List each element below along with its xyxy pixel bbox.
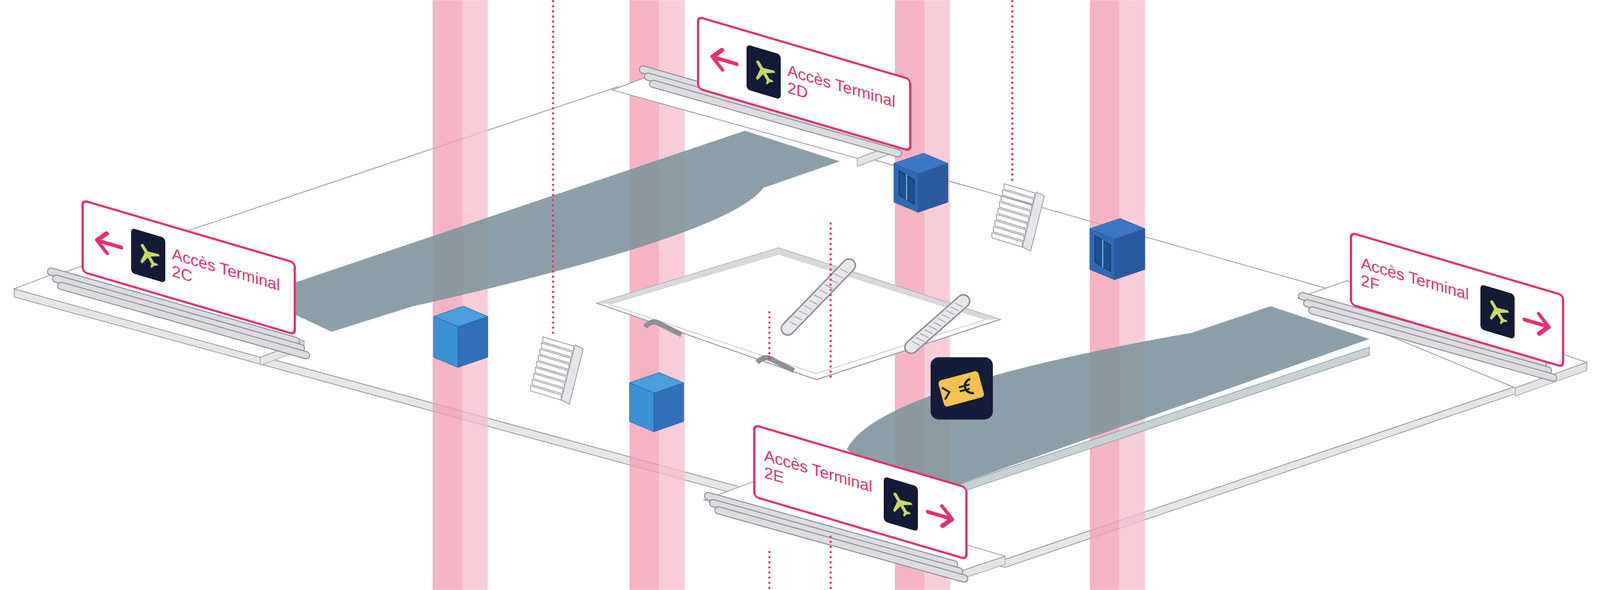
sign-platforms <box>14 69 1587 580</box>
floor-group <box>14 87 1587 568</box>
euro-glyph <box>963 379 974 395</box>
dotted-line <box>1011 0 1014 184</box>
elevator-door-gap <box>905 174 907 200</box>
plane-icon-ground <box>1480 284 1515 340</box>
escalator-step <box>814 295 823 300</box>
sign-label: Accès Terminal 2C <box>171 245 285 313</box>
stair-side <box>561 344 584 404</box>
opening-wall <box>596 247 779 305</box>
escalator-top <box>757 357 794 371</box>
escalator-body <box>787 265 850 329</box>
arrow-path <box>1524 309 1549 337</box>
escalator-step <box>803 305 813 310</box>
payment-card-body <box>936 369 986 409</box>
opening-inner <box>609 253 986 374</box>
escalator-step <box>924 329 933 334</box>
sign-label: Accès Terminal 2E <box>764 446 878 515</box>
elevator-door <box>899 170 915 205</box>
plane-icon-ground <box>883 476 918 532</box>
dotted-line <box>768 550 771 590</box>
escalator-step <box>937 318 947 323</box>
escalator-step <box>928 326 938 331</box>
sign-label: Accès Terminal 2D <box>787 61 901 130</box>
euro-glyph-bars <box>958 384 971 392</box>
escalator-step <box>788 321 798 326</box>
escalator-body <box>911 301 964 348</box>
escalator-step <box>839 268 848 273</box>
plane-glyph <box>885 488 917 520</box>
plane-icon-ground <box>131 227 166 283</box>
payment-icon-ground <box>930 357 993 420</box>
escalator-step <box>911 341 920 345</box>
stair-step <box>542 336 574 351</box>
escalator-step <box>834 273 843 278</box>
plane-glyph <box>132 240 165 271</box>
plane-icon-ground <box>746 44 781 100</box>
escalator-step <box>920 333 929 338</box>
elevator-door <box>1094 235 1111 272</box>
stair-side <box>1022 191 1045 251</box>
elevator-top <box>629 372 684 393</box>
arrow-path <box>927 501 953 529</box>
elevator-top <box>893 153 948 174</box>
dotted-line <box>829 222 832 378</box>
elevators <box>433 153 1145 432</box>
plane-glyph <box>748 56 780 88</box>
arrow-path <box>712 46 737 74</box>
escalator-outline <box>911 301 964 348</box>
stair-step <box>1003 184 1035 199</box>
plane-icon <box>746 44 781 100</box>
card-chevron <box>942 386 951 400</box>
payment-card <box>936 369 986 409</box>
direction-arrow <box>92 226 125 261</box>
arrow-path <box>96 230 122 258</box>
column-light <box>462 0 488 590</box>
direction-arrow <box>1521 306 1554 341</box>
direction-arrow <box>924 499 957 533</box>
column-light <box>1119 0 1145 590</box>
escalator-step <box>933 322 942 327</box>
escalator-top <box>644 321 682 335</box>
direction-arrow <box>707 43 740 78</box>
dotted-line <box>768 311 771 360</box>
elevator-door-gap <box>1101 239 1104 268</box>
plane-icon <box>883 476 918 532</box>
sign-label: Accès Terminal 2F <box>1360 254 1474 323</box>
payment-icon <box>930 357 993 420</box>
plane-icon <box>1480 284 1515 340</box>
escalator-step <box>798 310 808 315</box>
escalator-step <box>809 300 818 305</box>
plane-icon <box>131 227 166 283</box>
escalator-outline <box>787 265 850 329</box>
escalator-step <box>793 316 803 321</box>
dotted-line <box>552 0 555 337</box>
elevator-top <box>433 306 488 327</box>
escalator-step <box>950 306 959 311</box>
columns <box>432 0 1145 590</box>
escalator-step <box>915 337 924 342</box>
floor-slab <box>14 87 1587 560</box>
escalator-step <box>941 314 950 319</box>
column-dark <box>1089 0 1120 590</box>
plane-glyph <box>1482 296 1514 327</box>
escalator-step <box>946 310 955 315</box>
escalator-step <box>819 289 828 294</box>
dotted-line <box>829 536 832 590</box>
escalator-step <box>954 303 964 307</box>
elevator-top <box>1089 218 1145 240</box>
dotted-lines <box>553 0 1013 590</box>
